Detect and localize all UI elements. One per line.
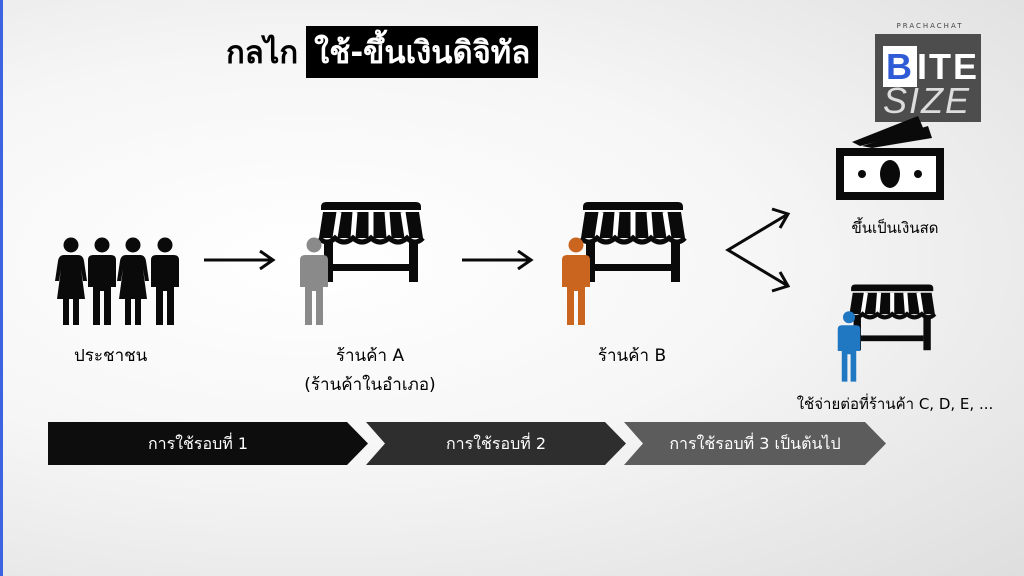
logo-top-text: PRACHACHAT — [896, 22, 964, 30]
label-cash: ขึ้นเป็นเงินสด — [851, 219, 939, 237]
logo-box: BITE SIZE — [875, 34, 981, 122]
stage-1-band: การใช้รอบที่ 1 — [48, 422, 368, 465]
person-icon-shop-a — [300, 237, 328, 325]
stage-2-band: การใช้รอบที่ 2 — [366, 422, 626, 465]
page-title: กลไก ใช้-ขึ้นเงินดิจิทัล — [226, 26, 539, 78]
bitesize-logo: PRACHACHAT BITE SIZE — [874, 22, 986, 122]
right-arrow-icon — [462, 250, 534, 270]
label-shop-a: ร้านค้า A — [335, 346, 405, 366]
storefront-icon-shop-b — [578, 200, 690, 288]
group-of-people-icon — [55, 237, 179, 325]
stage-3-band: การใช้รอบที่ 3 เป็นต้นไป — [624, 422, 886, 465]
logo-word-size: SIZE — [883, 80, 972, 121]
title-main: กลไก — [226, 35, 299, 71]
stage-2-label: การใช้รอบที่ 2 — [445, 434, 547, 453]
logo-word-bite: BITE — [883, 46, 979, 88]
label-people: ประชาชน — [74, 346, 148, 366]
title-highlight: ใช้-ขึ้นเงินดิจิทัล — [306, 26, 539, 78]
label-shop-b: ร้านค้า B — [597, 346, 667, 366]
stage-3-label: การใช้รอบที่ 3 เป็นต้นไป — [669, 434, 841, 453]
banknote-icon — [836, 116, 944, 200]
storefront-icon-shop-a — [316, 200, 428, 288]
branch-arrow-icon — [725, 207, 791, 293]
right-arrow-icon — [204, 250, 276, 270]
person-icon-shop-b — [562, 237, 590, 325]
label-shop-a-sub: (ร้านค้าในอำเภอ) — [304, 375, 436, 395]
stage-1-label: การใช้รอบที่ 1 — [147, 434, 249, 453]
left-accent-bar — [0, 0, 3, 576]
label-shop-c: ใช้จ่ายต่อที่ร้านค้า C, D, E, ... — [796, 395, 994, 413]
person-icon-shop-c — [837, 311, 861, 382]
